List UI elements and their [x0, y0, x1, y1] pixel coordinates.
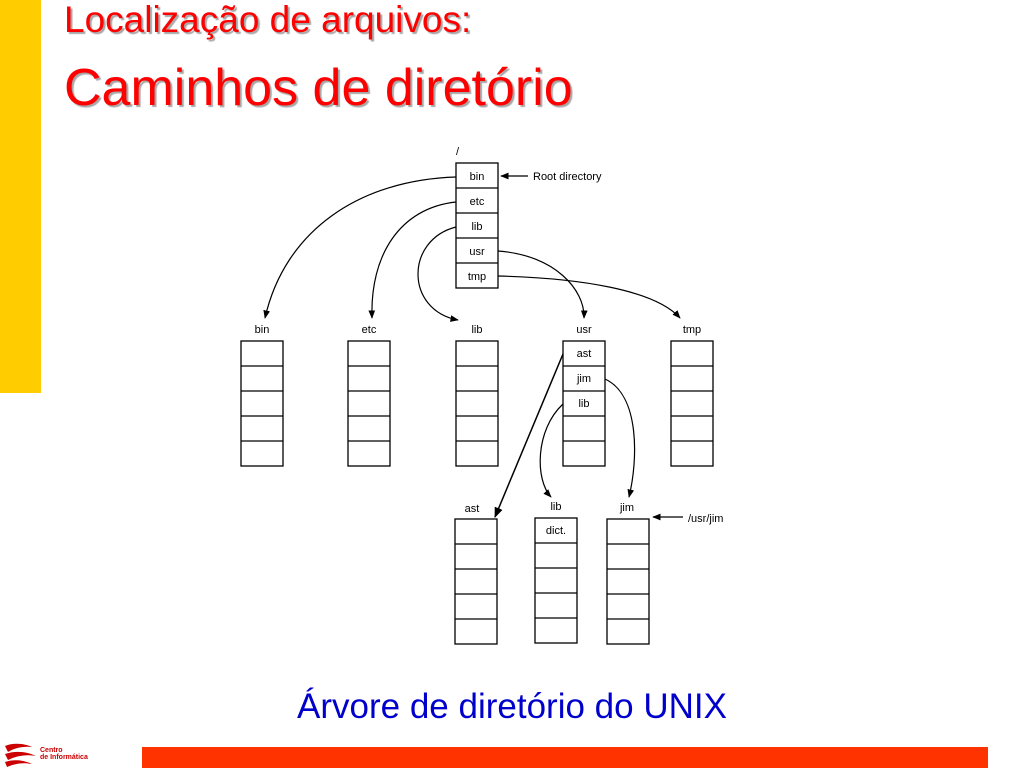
root-entry-tmp: tmp [468, 271, 486, 283]
subdir-table-lib [455, 340, 499, 467]
usr-subdir-label-jim: jim [619, 502, 634, 514]
slide-title-line2: Caminhos de diretório [64, 59, 573, 117]
root-entry-lib: lib [471, 221, 482, 233]
side-accent-bar [0, 0, 41, 393]
subdir-label-bin: bin [255, 324, 270, 336]
arrow-usr-jim [604, 378, 636, 498]
usr-subdir-table-ast [454, 518, 498, 645]
root-label: / [456, 146, 460, 158]
logo-line1: Centro [40, 747, 63, 754]
lib-entry-dict: dict. [546, 525, 566, 537]
subdir-label-lib: lib [471, 324, 482, 336]
subdir-table-etc [347, 340, 391, 467]
usr-subdir-table-lib [534, 517, 578, 644]
arrow-root-lib [417, 226, 459, 322]
usr-entry-lib: lib [578, 398, 589, 410]
subdir-table-tmp [670, 340, 714, 467]
usr-subdir-label-lib: lib [550, 501, 561, 513]
root-annotation: Root directory [533, 171, 602, 183]
slide-title-line1: Localização de arquivos: [64, 0, 472, 40]
usr-subdir-table-jim [606, 518, 650, 645]
root-entry-etc: etc [470, 196, 485, 208]
arrow-usr-lib [539, 403, 564, 498]
jim-annotation: /usr/jim [688, 513, 723, 525]
subdir-label-tmp: tmp [683, 324, 701, 336]
usr-entry-ast: ast [577, 348, 592, 360]
usr-subdir-label-ast: ast [465, 503, 480, 515]
subdir-label-usr: usr [576, 324, 592, 336]
arrow-root-etc [368, 201, 457, 319]
subdir-table-usr [562, 340, 606, 467]
arrow-root-tmp [497, 275, 681, 319]
slide-caption: Árvore de diretório do UNIX [297, 687, 727, 726]
subdir-table-bin [240, 340, 284, 467]
root-directory-table [455, 162, 499, 289]
root-entry-bin: bin [470, 171, 485, 183]
arrow-root-usr [497, 250, 588, 319]
centro-informatica-logo: Centro de Informática [2, 740, 92, 768]
footer-bar [142, 747, 988, 768]
logo-line2: de Informática [40, 754, 88, 761]
logo-swoosh-icon [5, 743, 36, 767]
root-entry-usr: usr [469, 246, 485, 258]
subdir-label-etc: etc [362, 324, 377, 336]
arrow-usr-ast [494, 353, 564, 518]
usr-entry-jim: jim [576, 373, 591, 385]
arrow-root-bin [263, 176, 457, 319]
